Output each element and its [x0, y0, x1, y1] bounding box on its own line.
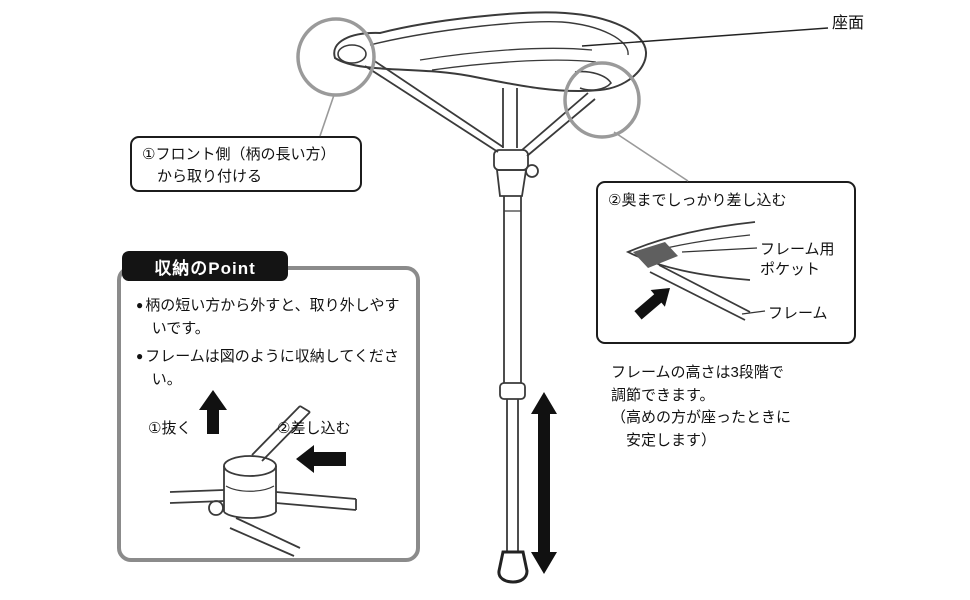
frame-pocket-label: フレーム用 ポケット — [760, 241, 835, 278]
insert-step-label: ②差し込む — [277, 420, 351, 437]
seat-drawing — [333, 11, 648, 93]
rubber-foot — [497, 550, 529, 584]
magnifier-circle-left — [296, 17, 376, 97]
magnifier-circle-right — [563, 61, 641, 139]
seat-surface-label: 座面 — [832, 15, 865, 32]
step1-text-line2: から取り付ける — [157, 167, 263, 185]
step2-title: ②奥までしっかり差し込む — [608, 192, 787, 209]
storage-point-title: 収納のPoint — [122, 251, 288, 281]
bullet-icon: ● — [136, 298, 144, 312]
seat-leader-line — [581, 27, 829, 47]
bullet-icon: ● — [136, 348, 144, 363]
step1-text-line1: ①フロント側（柄の長い方） — [142, 146, 336, 163]
storage-bullet-2: ●フレームは図のように収納してください。 — [136, 347, 399, 388]
callout-front-side: ①フロント側（柄の長い方） から取り付ける — [130, 136, 362, 192]
connector-left — [319, 94, 335, 137]
storage-bullet-list: ●柄の短い方から外すと、取り外しやすいです。 ●フレームは図のように収納してくだ… — [136, 294, 400, 395]
connector-right — [613, 131, 689, 182]
storage-bullet-1: ●柄の短い方から外すと、取り外しやすいです。 — [136, 297, 400, 338]
frame-label: フレーム — [768, 305, 828, 322]
pull-out-step-label: ①抜く — [148, 420, 192, 437]
height-adjust-note: フレームの高さは3段階で 調節できます。 （高めの方が座ったときに 安定します） — [611, 364, 792, 449]
height-adjust-arrow-icon — [531, 392, 557, 574]
